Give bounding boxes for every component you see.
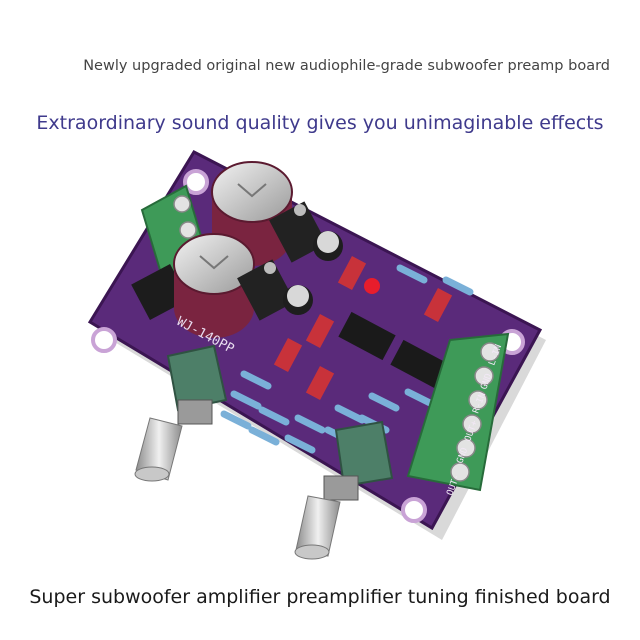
op-amp-chip: [390, 339, 448, 389]
headline: Extraordinary sound quality gives you un…: [36, 112, 604, 134]
film-capacitor: [305, 314, 335, 348]
film-capacitor: [273, 338, 303, 372]
led: [364, 278, 380, 294]
small-capacitor: [283, 285, 313, 315]
potentiometer-right: [294, 420, 394, 560]
mounting-hole: [183, 169, 209, 195]
film-capacitor: [337, 256, 367, 290]
film-capacitor: [423, 288, 453, 322]
voltage-regulator: [237, 259, 295, 321]
potentiometer-left: [134, 344, 228, 482]
top-caption: Newly upgraded original new audiophile-g…: [83, 58, 610, 74]
mounting-hole: [401, 497, 427, 523]
io-terminal-block: [406, 332, 510, 492]
op-amp-chip: [338, 311, 396, 361]
electrolytic-capacitor: [173, 233, 255, 338]
voltage-regulator: [269, 201, 327, 263]
mounting-hole: [91, 327, 117, 353]
small-capacitor: [313, 231, 343, 261]
product-photo: WJ-140PP OUT- GND OUT+ R-IN GND L-IN: [87, 150, 546, 560]
film-capacitor: [305, 366, 335, 400]
bottom-caption: Super subwoofer amplifier preamplifier t…: [29, 586, 611, 608]
